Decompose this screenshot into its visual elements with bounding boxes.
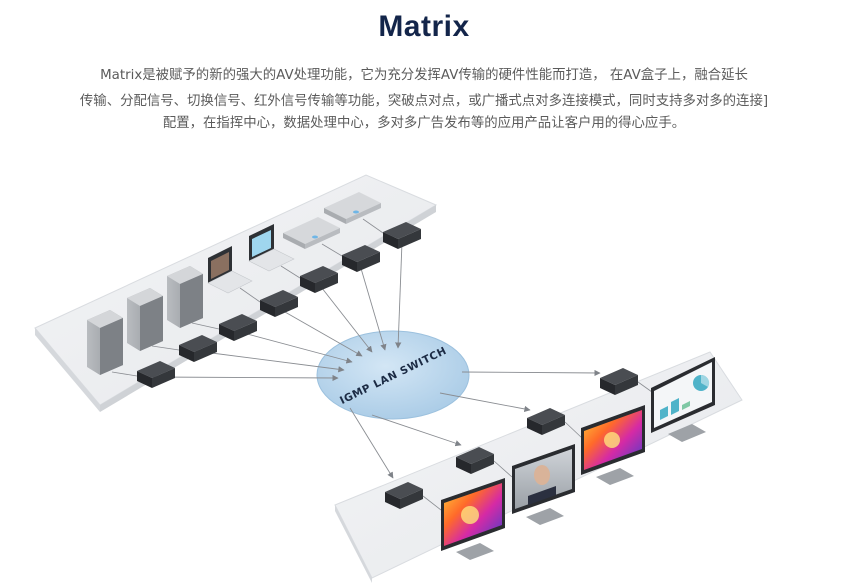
cable xyxy=(280,265,301,279)
source-laptop-1 xyxy=(207,246,253,294)
display-decoder-3 xyxy=(527,408,565,435)
output-arrows xyxy=(349,369,601,479)
display-decoder-1 xyxy=(385,482,423,509)
cable xyxy=(493,460,513,478)
source-encoder-6 xyxy=(342,245,380,272)
cable xyxy=(191,322,220,330)
arrow xyxy=(371,414,462,447)
cable xyxy=(422,495,442,511)
cable xyxy=(239,287,261,303)
cable xyxy=(321,243,343,257)
arrow xyxy=(151,374,339,382)
cable xyxy=(151,345,180,351)
display-decoder-2 xyxy=(456,447,494,474)
display-3 xyxy=(581,405,645,485)
source-server-1 xyxy=(87,310,123,375)
arrow xyxy=(195,350,345,373)
cable xyxy=(637,381,653,393)
source-encoder-4 xyxy=(260,290,298,317)
igmp-lan-switch: IGMP LAN SWITCH xyxy=(316,330,470,420)
source-encoder-3 xyxy=(219,314,257,341)
display-cables xyxy=(422,381,653,511)
source-set-top-box-1 xyxy=(283,217,340,249)
cable xyxy=(362,218,384,234)
source-encoder-7 xyxy=(383,222,421,249)
cable xyxy=(111,371,138,377)
arrow xyxy=(235,330,353,364)
page-title: Matrix xyxy=(378,10,470,43)
arrow xyxy=(439,392,531,413)
source-encoder-1 xyxy=(137,361,175,388)
display-decoder-4 xyxy=(600,368,638,395)
display-1 xyxy=(441,478,505,560)
arrow xyxy=(395,241,403,349)
source-server-2 xyxy=(127,288,163,351)
arrow xyxy=(277,307,363,357)
description-line-1: Matrix是被赋予的新的强大的AV处理功能，它为充分发挥AV传输的硬件性能而打… xyxy=(100,68,748,83)
source-cables xyxy=(111,218,384,377)
cable xyxy=(564,421,583,439)
source-set-top-box-2 xyxy=(324,192,381,224)
source-laptop-2 xyxy=(248,224,295,272)
arrow xyxy=(461,369,601,377)
source-server-3 xyxy=(167,266,203,328)
source-encoder-5 xyxy=(300,266,338,293)
arrow xyxy=(349,407,394,479)
display-4 xyxy=(651,357,715,442)
description-line-3: 配置，在指挥中心，数据处理中心，多对多广告发布等的应用产品让客户用的得心应手。 xyxy=(162,116,686,131)
arrow xyxy=(359,264,387,351)
source-encoder-2 xyxy=(179,335,217,362)
arrow xyxy=(317,282,373,353)
description-line-2: 传输、分配信号、切换信号、红外信号传输等功能，突破点对点，或广播式点对多连接模式… xyxy=(79,94,769,109)
display-2 xyxy=(512,444,575,525)
input-arrows xyxy=(151,241,403,382)
